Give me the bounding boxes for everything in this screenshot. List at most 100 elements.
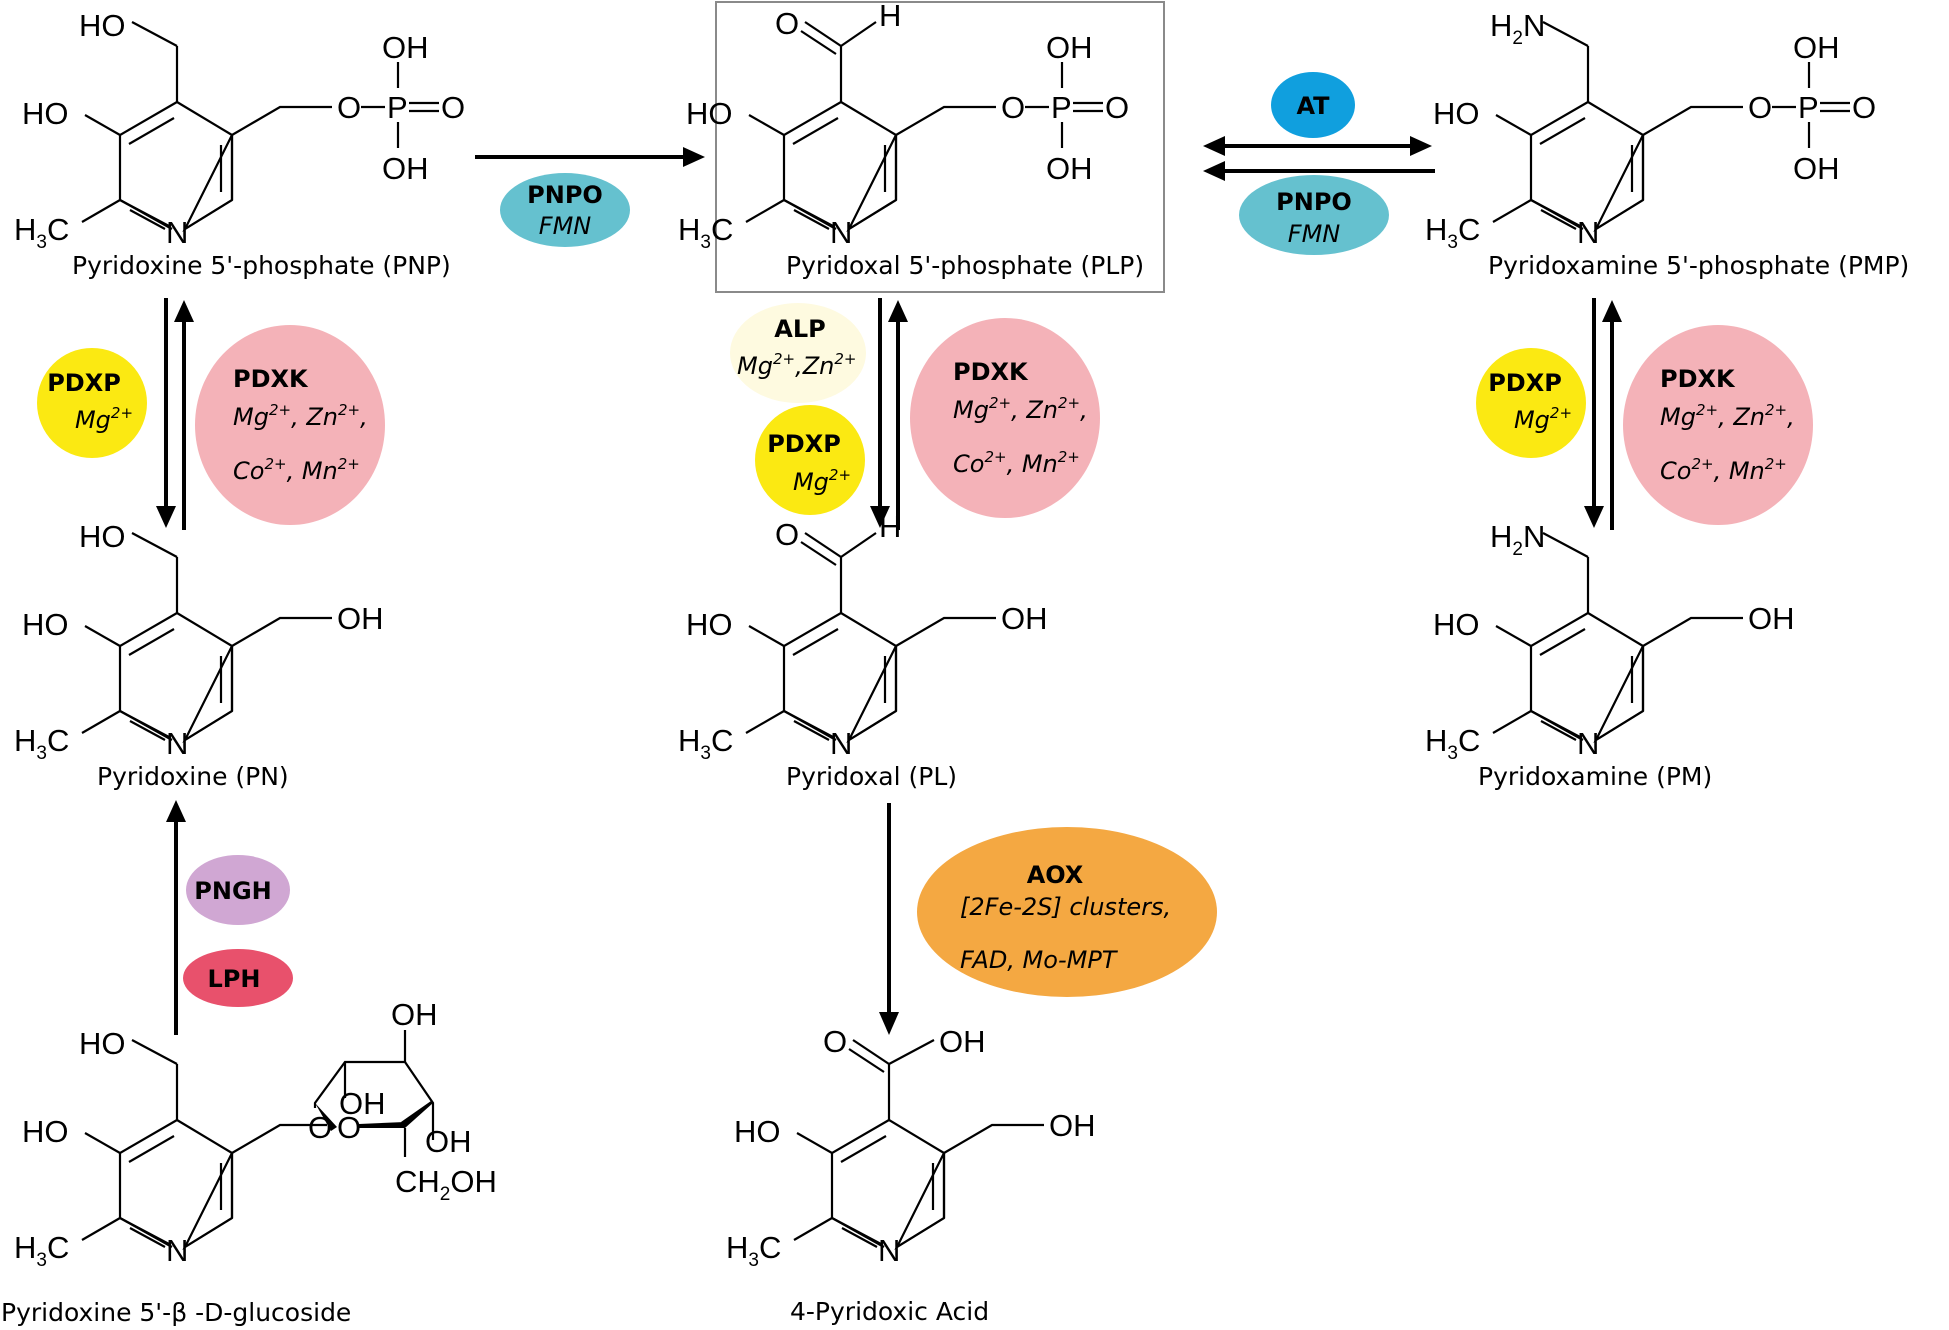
enzyme-cofactor: Mg2+	[75, 404, 133, 434]
atom-ho-c3: HO	[686, 607, 733, 642]
atom-o: O	[337, 90, 361, 125]
atom-eq-o: O	[441, 90, 465, 125]
arrow-plp-pmp-bidirectional	[1203, 136, 1432, 156]
enzyme-lph: LPH	[183, 949, 293, 1007]
atom-o-aldehyde: O	[775, 6, 799, 41]
enzyme-cofactors-line2: FAD, Mo-MPT	[960, 946, 1119, 974]
atom-n: N	[878, 1233, 900, 1268]
atom-h3c: H3C	[14, 1230, 69, 1271]
atom-n: N	[166, 1233, 188, 1268]
enzyme-name: AT	[1296, 92, 1330, 120]
enzyme-cofactor: FMN	[539, 212, 592, 240]
atom-oh-2: OH	[339, 1086, 386, 1121]
enzyme-name: PDXP	[767, 430, 841, 458]
enzyme-cofactors-line1: Mg2+, Zn2+,	[1660, 401, 1795, 431]
arrow-pnp-to-plp	[475, 147, 705, 167]
compound-label: Pyridoxamine (PM)	[1478, 762, 1712, 791]
compound-4-pyridoxic-acid: O OH HO H3C N OH 4-Pyridoxic Acid	[726, 1024, 1096, 1326]
arrow-pm-to-pmp	[1602, 300, 1622, 530]
compound-plp: O H HO H3C N O P O OH OH Pyridoxal 5'-ph…	[678, 0, 1144, 280]
atom-oh-top: OH	[1046, 30, 1093, 65]
enzyme-name: PDXK	[233, 365, 309, 393]
enzyme-pdxk-left: PDXK Mg2+, Zn2+, Co2+, Mn2+	[195, 325, 385, 525]
enzyme-cofactors-line2: Co2+, Mn2+	[953, 448, 1080, 478]
compound-label: Pyridoxine 5'-β -D-glucoside	[1, 1298, 351, 1327]
atom-o: O	[1748, 90, 1772, 125]
enzyme-at: AT	[1271, 72, 1355, 138]
atom-oh-top: OH	[1793, 30, 1840, 65]
atom-oh-3: OH	[391, 997, 438, 1032]
enzyme-name: PDXP	[47, 369, 121, 397]
compound-pyridoxine-glucoside: HO HO H3C N O O OH OH OH CH2OH Pyridoxin…	[1, 997, 497, 1327]
enzyme-name: LPH	[208, 965, 261, 993]
compound-pnp: HO HO H3C N O P O OH OH Pyridoxine 5'-ph…	[14, 8, 465, 280]
atom-eq-o: O	[1105, 90, 1129, 125]
atom-ho-c4: HO	[79, 8, 126, 43]
atom-ho-c3: HO	[1433, 96, 1480, 131]
atom-h-aldehyde: H	[879, 0, 901, 33]
enzyme-name: PDXK	[1660, 365, 1736, 393]
atom-o-aldehyde: O	[775, 517, 799, 552]
enzyme-pnpo-pmp-plp: PNPO FMN	[1239, 175, 1389, 255]
atom-h3c: H3C	[678, 212, 733, 253]
compound-label: Pyridoxal 5'-phosphate (PLP)	[786, 251, 1144, 280]
enzyme-name: PNPO	[527, 181, 603, 209]
atom-h2n: H2N	[1490, 8, 1545, 49]
compound-label: Pyridoxine (PN)	[97, 762, 289, 791]
atom-n: N	[830, 215, 852, 250]
compound-pl: O H HO H3C N OH Pyridoxal (PL)	[678, 509, 1048, 791]
arrow-plp-to-pl	[870, 298, 890, 528]
enzyme-name: PDXK	[953, 358, 1029, 386]
atom-h3c: H3C	[1425, 723, 1480, 764]
atom-oh-carboxyl: OH	[939, 1024, 986, 1059]
enzyme-name: PNGH	[194, 877, 271, 905]
arrow-pmp-to-plp	[1203, 161, 1435, 181]
compound-pmp: H2N HO H3C N O P O OH OH Pyridoxamine 5'…	[1425, 8, 1909, 280]
atom-p: P	[1051, 90, 1072, 125]
atom-ho-c3: HO	[1433, 607, 1480, 642]
arrow-glucoside-to-pn	[166, 800, 186, 1035]
atom-n: N	[166, 215, 188, 250]
enzyme-cofactors-line1: Mg2+, Zn2+,	[233, 401, 368, 431]
enzyme-cofactors-line2: Co2+, Mn2+	[1660, 455, 1787, 485]
compound-label: Pyridoxal (PL)	[786, 762, 957, 791]
atom-h3c: H3C	[726, 1230, 781, 1271]
atom-ho-c3: HO	[22, 1114, 69, 1149]
compound-label: 4-Pyridoxic Acid	[790, 1297, 989, 1326]
plp-highlight-box	[715, 1, 1165, 293]
atom-ho-c3: HO	[22, 96, 69, 131]
enzyme-cofactor: Mg2+	[793, 466, 851, 496]
atom-ho-c3: HO	[22, 607, 69, 642]
arrow-pn-to-pnp	[174, 300, 194, 530]
atom-n: N	[1577, 726, 1599, 761]
atom-oh-c5: OH	[1049, 1108, 1096, 1143]
enzyme-pdxk-center: PDXK Mg2+, Zn2+, Co2+, Mn2+	[910, 318, 1100, 518]
atom-h3c: H3C	[14, 723, 69, 764]
atom-oh-c5: OH	[1748, 601, 1795, 636]
compound-pm: H2N HO H3C N OH Pyridoxamine (PM)	[1425, 519, 1795, 791]
enzyme-name: PDXP	[1488, 369, 1562, 397]
atom-oh-bottom: OH	[382, 151, 429, 186]
enzyme-cofactors-line1: Mg2+, Zn2+,	[953, 394, 1088, 424]
atom-ho-c4: HO	[79, 1026, 126, 1061]
atom-n: N	[1577, 215, 1599, 250]
enzyme-pdxp-right: PDXP Mg2+	[1476, 348, 1586, 458]
enzyme-cofactor: FMN	[1288, 220, 1341, 248]
atom-n: N	[166, 726, 188, 761]
enzyme-pdxk-right: PDXK Mg2+, Zn2+, Co2+, Mn2+	[1623, 325, 1813, 525]
atom-h3c: H3C	[14, 212, 69, 253]
compound-pn: HO HO H3C N OH Pyridoxine (PN)	[14, 519, 384, 791]
atom-ho-c3: HO	[686, 96, 733, 131]
atom-p: P	[387, 90, 408, 125]
atom-n: N	[830, 726, 852, 761]
atom-o: O	[1001, 90, 1025, 125]
enzyme-pnpo-pnp-plp: PNPO FMN	[500, 173, 630, 247]
atom-oh-bottom: OH	[1793, 151, 1840, 186]
enzyme-pdxp-left: PDXP Mg2+	[37, 348, 147, 458]
atom-h3c: H3C	[1425, 212, 1480, 253]
atom-oh-top: OH	[382, 30, 429, 65]
enzyme-name: AOX	[1027, 861, 1084, 889]
arrow-pmp-to-pm	[1584, 298, 1604, 528]
atom-oh-bottom: OH	[1046, 151, 1093, 186]
